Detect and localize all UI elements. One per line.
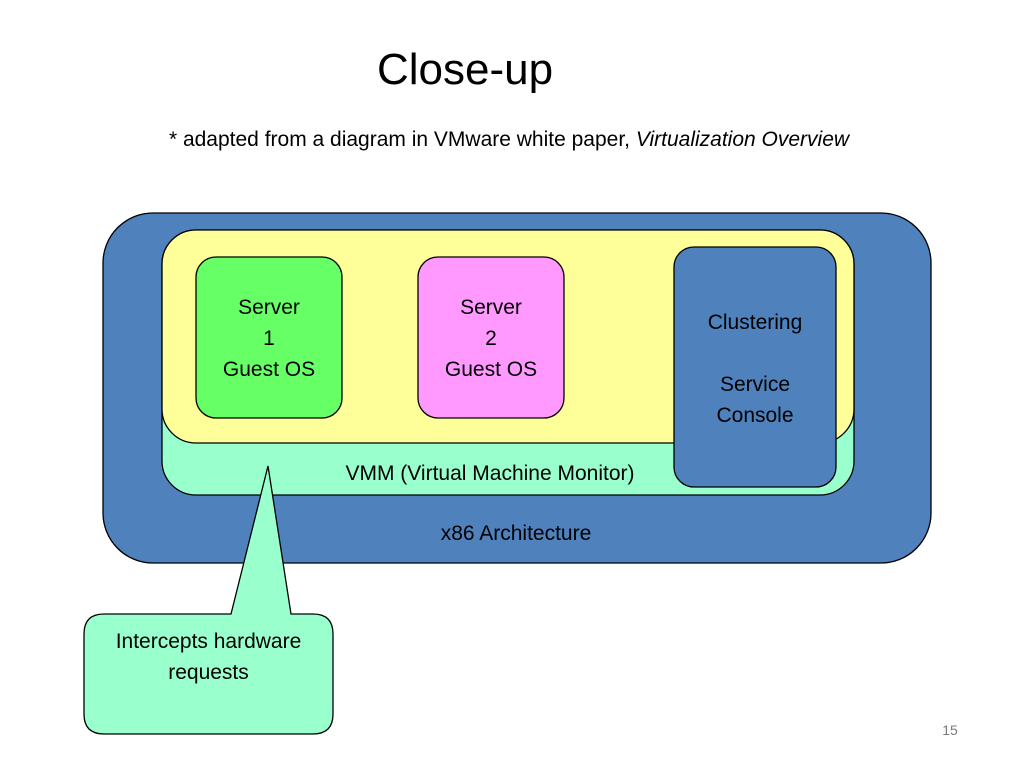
service-console-box bbox=[673, 246, 837, 488]
server2-line2: 2 bbox=[485, 327, 497, 350]
server1-label: Server 1 Guest OS bbox=[196, 292, 342, 385]
server2-box bbox=[417, 256, 565, 419]
service-console-label: Clustering Service Console bbox=[674, 307, 836, 431]
server1-line1: Server bbox=[238, 296, 300, 319]
callout-shape bbox=[83, 465, 334, 735]
server1-line2: 1 bbox=[263, 327, 275, 350]
service-line1: Clustering bbox=[707, 311, 803, 334]
server2-line1: Server bbox=[460, 296, 522, 319]
callout-line1: Intercepts hardware bbox=[115, 630, 302, 653]
server1-line3: Guest OS bbox=[222, 358, 316, 381]
callout-text: Intercepts hardware requests bbox=[84, 626, 333, 688]
architecture-label: x86 Architecture bbox=[440, 522, 592, 545]
vmm-label: VMM (Virtual Machine Monitor) bbox=[345, 462, 635, 485]
subtitle-text: * adapted from a diagram in VMware white… bbox=[168, 128, 636, 151]
service-spacer bbox=[674, 338, 836, 369]
server2-label: Server 2 Guest OS bbox=[418, 292, 564, 385]
callout-line2: requests bbox=[168, 661, 249, 684]
service-line3: Console bbox=[716, 404, 794, 427]
server2-line3: Guest OS bbox=[444, 358, 538, 381]
slide-title: Close-up bbox=[376, 45, 554, 94]
subtitle-paper-title: Virtualization Overview bbox=[635, 128, 850, 151]
service-line2: Service bbox=[719, 373, 791, 396]
server1-box bbox=[195, 256, 343, 419]
slide-subtitle: * adapted from a diagram in VMware white… bbox=[0, 124, 1018, 156]
page-number: 15 bbox=[942, 722, 958, 738]
